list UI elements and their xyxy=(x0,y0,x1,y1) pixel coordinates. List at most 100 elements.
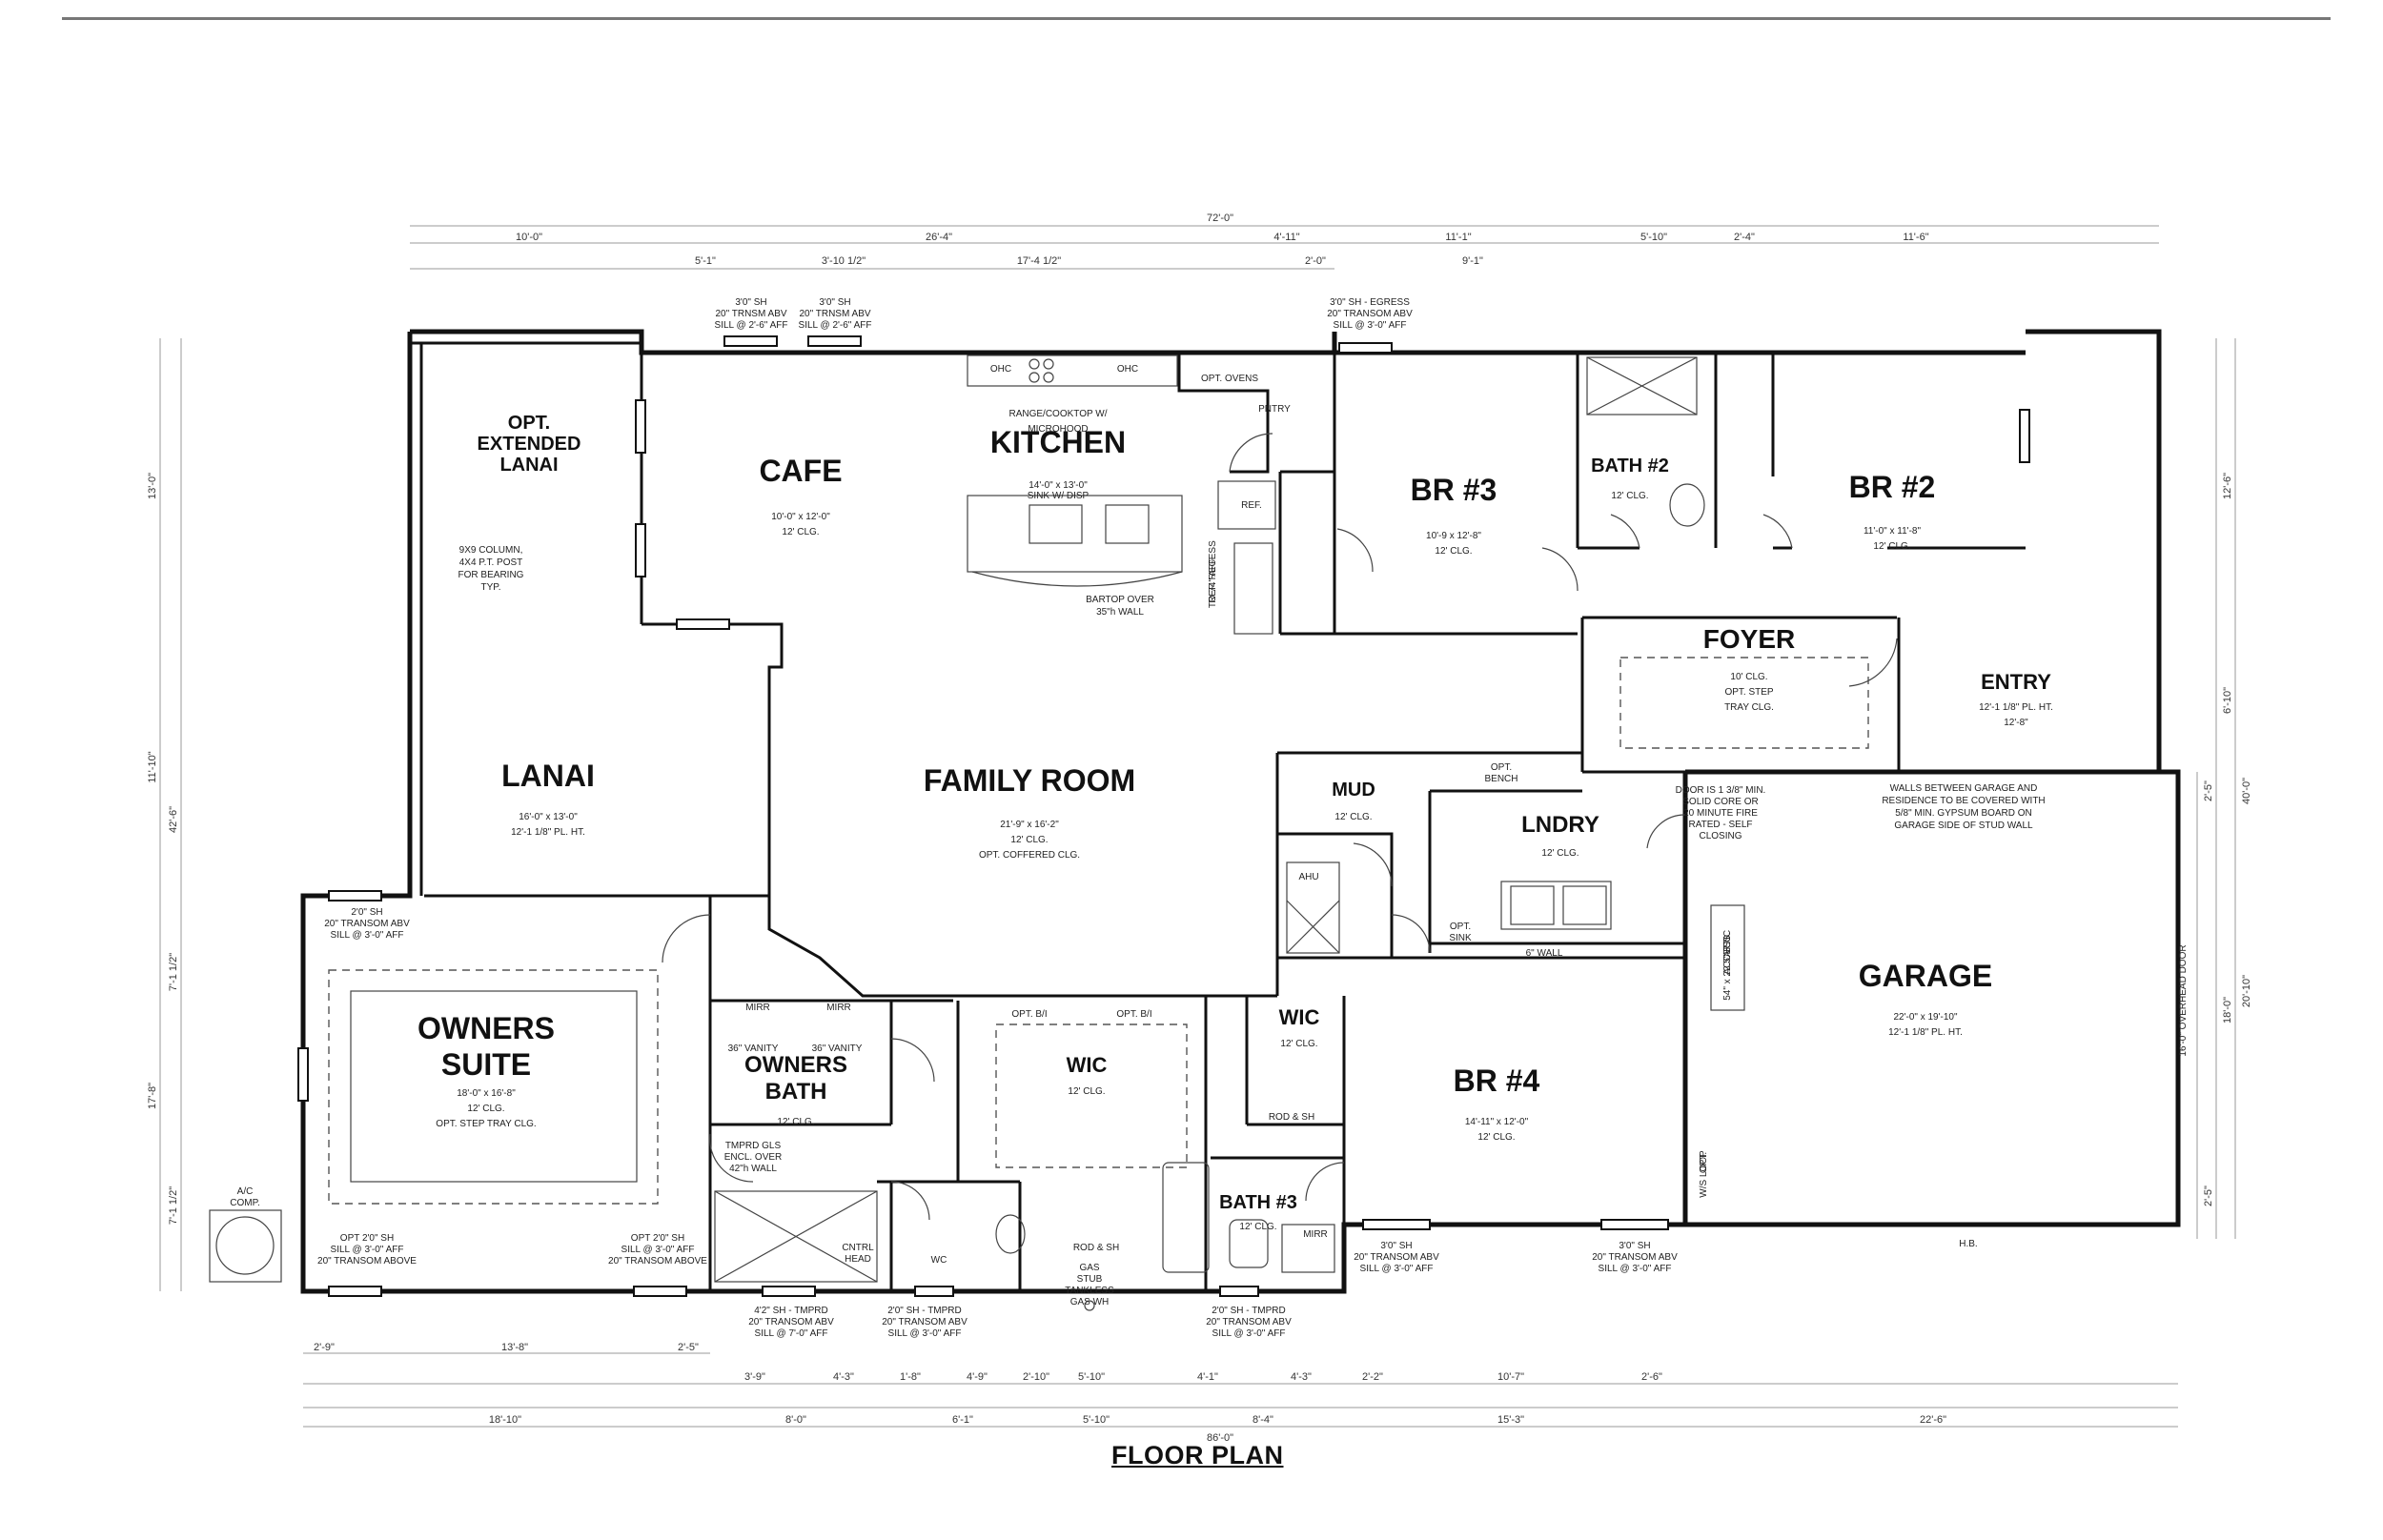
room-specs-owners-suite: 18'-0" x 16'-8" xyxy=(457,1088,516,1099)
dim-bottom-row3: 15'-3" xyxy=(1497,1414,1524,1426)
dimension-text: 72'-0"86'-0"10'-0"26'-4"4'-11"11'-1"5'-1… xyxy=(147,213,2252,1444)
dim-right: 40'-0" xyxy=(2241,778,2252,804)
opt-ws-label: OPT. xyxy=(1699,1152,1709,1173)
fixtures xyxy=(209,355,1745,1311)
dim-right: 2'-5" xyxy=(2203,1185,2214,1206)
room-name-bath2: BATH #2 xyxy=(1591,456,1669,476)
opt-bi-label: OPT. B/I xyxy=(1011,1009,1047,1020)
ahu-label: AHU xyxy=(1298,872,1318,882)
room-specs-lndry: 12' CLG. xyxy=(1541,848,1578,859)
room-specs-mud: 12' CLG. xyxy=(1334,812,1372,822)
opt-bench-label: BENCH xyxy=(1484,774,1517,784)
mirror-label: MIRR xyxy=(745,1003,770,1013)
window-note: 3'0" SH xyxy=(735,297,766,308)
dim-top-row1: 2'-4" xyxy=(1734,232,1755,243)
room-specs-cafe: 10'-0" x 12'-0" xyxy=(771,512,830,522)
dim-right: 20'-10" xyxy=(2241,975,2252,1007)
wall-note: 6" WALL xyxy=(1526,948,1563,959)
ohc-label: OHC xyxy=(990,364,1011,375)
garage-door-note: CLOSING xyxy=(1699,831,1741,841)
garage-door-note: 20 MINUTE FIRE xyxy=(1683,808,1758,819)
room-specs-garage: 12'-1 1/8" PL. HT. xyxy=(1888,1027,1963,1038)
sink-note: SINK W/ DISP xyxy=(1028,491,1090,501)
opt-sink-label: SINK xyxy=(1449,933,1472,943)
dim-top-row1: 5'-10" xyxy=(1640,232,1667,243)
overhead-door-note: 16'-0" OVERHEAD DOOR xyxy=(2178,944,2189,1056)
room-name-owners-suite: SUITE xyxy=(441,1047,531,1082)
ref-label: REF. xyxy=(1241,500,1262,511)
owners-tray-ceiling xyxy=(328,969,659,1205)
attic-note: ATTIC xyxy=(1722,930,1733,957)
room-specs-wic-br4: 12' CLG. xyxy=(1280,1039,1317,1049)
room-specs-garage: 22'-0" x 19'-10" xyxy=(1893,1012,1958,1023)
dim-top-row1: 11'-6" xyxy=(1903,232,1928,243)
dim-bottom-row2: 2'-2" xyxy=(1362,1371,1383,1383)
dim-bottom-row2: 4'-9" xyxy=(967,1371,988,1383)
dim-top-row2: 2'-0" xyxy=(1305,255,1326,267)
sink-note: 14'-0" x 13'-0" xyxy=(1029,480,1088,491)
window-note: 3'0" SH - EGRESS xyxy=(1330,297,1410,308)
room-name-lanai: LANAI xyxy=(501,759,595,793)
window-note: 20" TRANSOM ABV xyxy=(324,919,410,929)
opt-bench-label: OPT. xyxy=(1491,762,1512,773)
dim-bottom-row2: 1'-8" xyxy=(900,1371,921,1383)
shower-note: TMPRD GLS xyxy=(725,1141,782,1151)
foyer-tray-ceiling xyxy=(1619,657,1869,749)
attic-note: 54" x 22.5" R.O. xyxy=(1722,932,1733,1001)
control-head-label: HEAD xyxy=(845,1254,871,1265)
window-note: SILL @ 3'-0" AFF xyxy=(1599,1264,1672,1274)
dim-left: 11'-10" xyxy=(147,751,158,782)
tankless-note: TANKLESS xyxy=(1065,1286,1114,1296)
window-note: 2'0" SH xyxy=(351,907,382,918)
opt-ovens-label: OPT. OVENS xyxy=(1201,374,1258,384)
dim-bottom-row2: 3'-9" xyxy=(744,1371,765,1383)
mirror-label: MIRR xyxy=(826,1003,851,1013)
window-note: SILL @ 3'-0" AFF xyxy=(331,930,404,941)
room-specs-owners-suite: 12' CLG. xyxy=(467,1104,504,1114)
window-note: 20" TRANSOM ABOVE xyxy=(608,1256,707,1266)
window-note: SILL @ 3'-0" AFF xyxy=(621,1245,695,1255)
room-name-family-room: FAMILY ROOM xyxy=(924,763,1135,798)
wc-label: WC xyxy=(931,1255,947,1266)
column-note: TYP. xyxy=(481,582,501,593)
dim-left: 13'-0" xyxy=(147,473,158,499)
attic-note: ACCESS xyxy=(1722,935,1733,974)
dim-bottom-row2: 4'-1" xyxy=(1197,1371,1218,1383)
room-name-owners-bath: OWNERS xyxy=(744,1052,847,1078)
garage-door-note: RATED - SELF xyxy=(1688,820,1752,830)
dim-bottom-row1: 2'-9" xyxy=(314,1342,335,1353)
room-specs-wic-owner: 12' CLG. xyxy=(1068,1086,1105,1097)
room-name-foyer: FOYER xyxy=(1703,624,1795,654)
shower-note: 42"h WALL xyxy=(729,1164,777,1174)
dim-bottom-row3: 5'-10" xyxy=(1083,1414,1110,1426)
room-specs-family-room: OPT. COFFERED CLG. xyxy=(979,850,1080,861)
ohc-label: OHC xyxy=(1117,364,1138,375)
mirror-label: MIRR xyxy=(1303,1229,1328,1240)
room-name-wic-owner: WIC xyxy=(1067,1053,1108,1077)
garage-door-note: DOOR IS 1 3/8" MIN. xyxy=(1676,785,1766,796)
room-specs-br3: 10'-9 x 12'-8" xyxy=(1426,531,1481,541)
room-specs-foyer: OPT. STEP xyxy=(1724,687,1773,698)
rod-sh-label: ROD & SH xyxy=(1073,1243,1119,1253)
exterior-walls xyxy=(300,329,2181,1294)
window-note: 20" TRANSOM ABOVE xyxy=(317,1256,417,1266)
dim-left: 7'-1 1/2" xyxy=(168,1186,179,1225)
dim-overall-top: 72'-0" xyxy=(1207,213,1233,224)
room-specs-lanai: 12'-1 1/8" PL. HT. xyxy=(511,827,585,838)
window-note: SILL @ 2'-6" AFF xyxy=(715,320,788,331)
doors xyxy=(662,433,1898,1221)
plan-title: FLOOR PLAN xyxy=(1111,1441,1284,1469)
window-note: 20" TRANSOM ABV xyxy=(748,1317,834,1327)
window-note: 20" TRANSOM ABV xyxy=(1592,1252,1678,1263)
column-note: FOR BEARING xyxy=(458,570,524,580)
dim-bottom-row3: 8'-0" xyxy=(785,1414,806,1426)
dim-bottom-row2: 10'-7" xyxy=(1497,1371,1524,1383)
dim-top-row2: 3'-10 1/2" xyxy=(822,255,866,267)
control-head-label: CNTRL xyxy=(842,1243,874,1253)
room-name-owners-suite: OWNERS xyxy=(418,1011,555,1045)
dim-top-row1: 11'-1" xyxy=(1445,232,1471,243)
dimension-lines xyxy=(159,225,2236,1428)
dim-bottom-row3: 8'-4" xyxy=(1253,1414,1273,1426)
